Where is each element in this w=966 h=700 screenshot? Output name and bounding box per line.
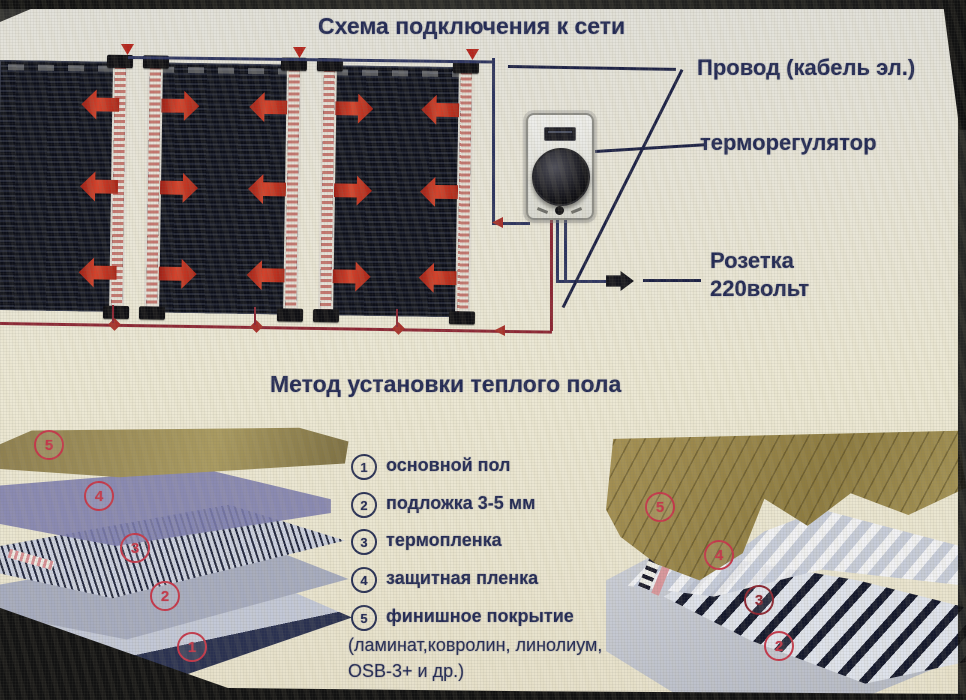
thermostat-indicator-dot [555, 206, 564, 215]
diagram-number-5: 5 [645, 492, 675, 522]
legend-label-4: защитная пленка [386, 568, 539, 588]
clip-to-bus-wire [254, 307, 256, 325]
label-thermostat: терморегулятор [700, 130, 877, 155]
diagram-number-2: 2 [764, 631, 794, 661]
diagram-number-2: 2 [150, 581, 180, 611]
legend-circle-2: 2 [351, 492, 377, 518]
label-wire: Провод (кабель эл.) [697, 55, 916, 80]
diagram-number-3: 3 [744, 585, 774, 615]
heat-arrow-right-icon [161, 91, 199, 122]
bus-connection-dot [108, 318, 121, 331]
wire-junction-marker [293, 47, 306, 58]
wire-arrow-marker [494, 325, 505, 336]
pointer-line-thermostat-label [595, 143, 705, 153]
outlet-cable-horizontal [556, 280, 608, 283]
contact-clip [138, 306, 166, 320]
clip-to-bus-wire [112, 305, 114, 323]
wire-arrow-marker [492, 217, 503, 228]
legend-label-3: термопленка [386, 530, 502, 550]
legend-circle-5: 5 [351, 605, 377, 631]
heat-arrow-left-icon [249, 92, 287, 123]
pointer-line-wire-label [507, 65, 676, 71]
legend-circle-1: 1 [351, 454, 377, 480]
return-wire-up [550, 216, 553, 331]
heat-arrow-right-icon [332, 261, 370, 292]
legend-circle-3: 3 [351, 529, 377, 555]
photo-edge-top [0, 0, 966, 9]
heat-arrow-left-icon [248, 174, 286, 205]
phase-wire-to-thermostat [492, 222, 530, 225]
contact-clip [102, 305, 130, 320]
legend-label-5: финишное покрытие [386, 606, 574, 626]
diagram-number-1: 1 [177, 632, 207, 662]
diagram-number-3: 3 [120, 533, 150, 563]
scheme-title: Схема подключения к сети [318, 13, 626, 39]
bus-connection-dot [392, 322, 405, 335]
thermostat-display [544, 127, 576, 141]
label-outlet-line1: Розетка [710, 248, 794, 273]
thermostat-device [526, 113, 594, 220]
plug-arrow-icon [606, 271, 634, 291]
wire-junction-marker [466, 49, 479, 60]
legend-note-line2: OSB-3+ и др.) [348, 661, 465, 681]
thermostat-tick [570, 207, 583, 214]
diagram-number-4: 4 [84, 481, 114, 511]
panel-print-label [7, 64, 120, 72]
exploded-layers-diagram: 5 4 3 2 1 [0, 425, 352, 700]
thermostat-tick [536, 207, 549, 214]
outlet-cable [556, 216, 559, 282]
clip-to-bus-wire [396, 309, 398, 327]
diagram-number-5: 5 [34, 430, 64, 460]
panel-print-label [157, 66, 292, 75]
legend-label-1: основной пол [386, 455, 511, 475]
legend-label-2: подложка 3-5 мм [386, 493, 536, 513]
install-title: Метод установки теплого пола [270, 371, 622, 397]
heat-arrow-left-icon [246, 260, 284, 291]
pointer-line-outlet-label [643, 279, 701, 282]
wire-junction-marker [121, 44, 134, 55]
heating-panel-3 [312, 57, 480, 325]
peeled-floor-diagram: 5 4 3 2 [606, 428, 966, 700]
heat-arrow-right-icon [334, 175, 372, 206]
heat-arrow-right-icon [160, 173, 198, 204]
diagram-number-4: 4 [704, 540, 734, 570]
label-outlet-line2: 220вольт [710, 276, 810, 301]
heat-arrow-right-icon [335, 93, 373, 124]
bus-connection-dot [250, 320, 263, 333]
heating-panel-2 [138, 55, 308, 322]
legend-circle-4: 4 [351, 567, 377, 593]
contact-clip [276, 308, 304, 322]
photo-edge-right [958, 0, 966, 700]
heat-arrow-left-icon [418, 263, 456, 294]
outlet-cable [564, 216, 567, 282]
thermostat-knob [532, 148, 590, 206]
heat-arrow-left-icon [420, 177, 458, 208]
heat-arrow-left-icon [421, 95, 459, 126]
phase-wire-down [492, 58, 495, 224]
legend-note-line1: (ламинат,ковролин, линолиум, [348, 635, 603, 655]
heat-arrow-right-icon [158, 259, 196, 290]
panel-print-label [331, 69, 464, 78]
heating-panel-1 [0, 54, 134, 320]
contact-clip [312, 308, 340, 323]
heating-film-panels [0, 54, 480, 325]
contact-clip [448, 311, 476, 325]
